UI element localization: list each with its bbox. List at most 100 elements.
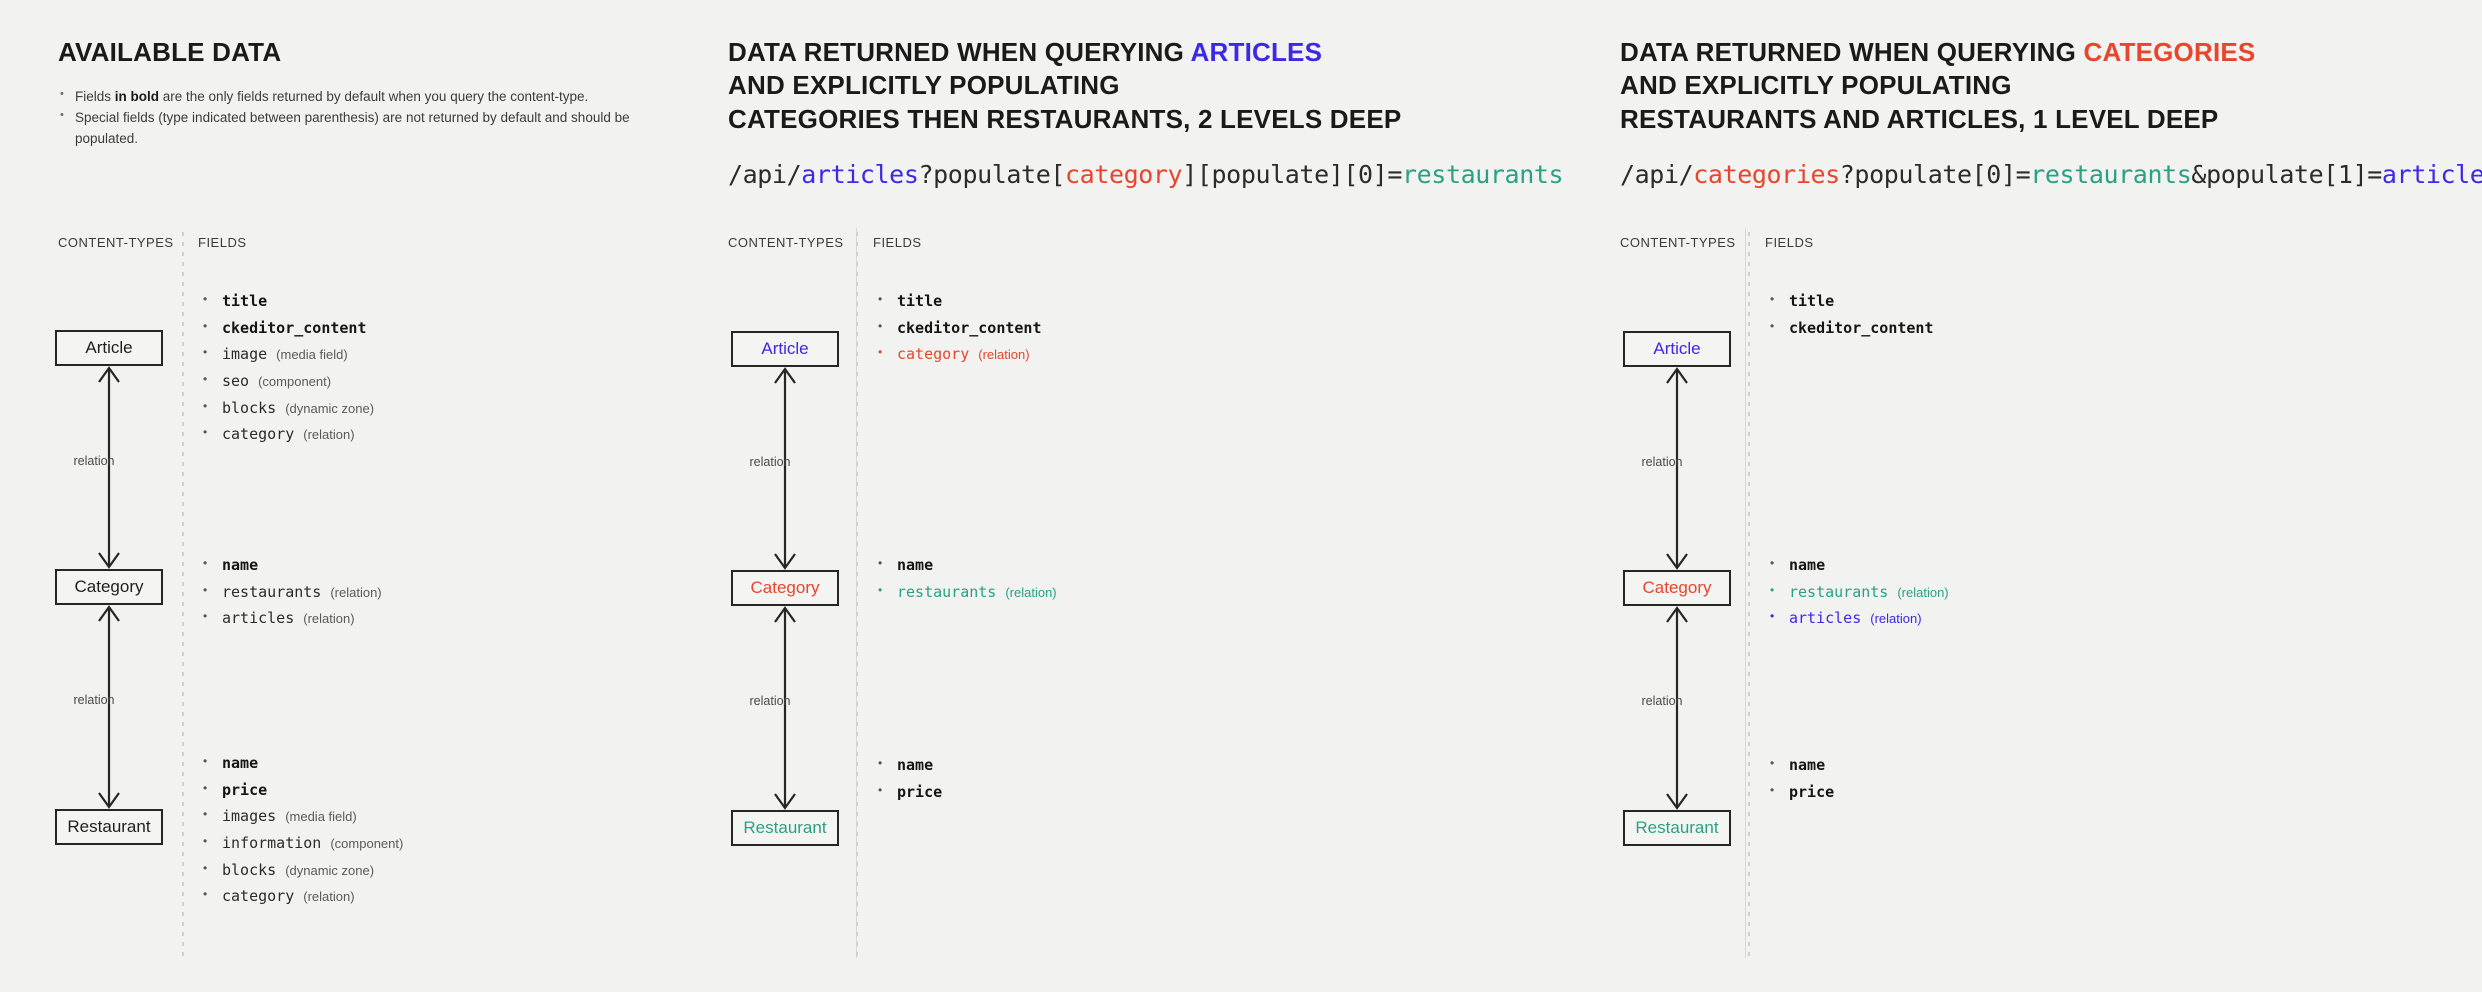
field-item: price xyxy=(875,781,942,805)
field-list: name restaurants(relation) xyxy=(875,554,1057,604)
column-label-fields: FIELDS xyxy=(873,235,922,250)
node-article[interactable]: Article xyxy=(1623,331,1731,367)
column-label-content-types: CONTENT-TYPES xyxy=(728,235,844,250)
panel-available-data: AVAILABLE DATA Fields in bold are the on… xyxy=(0,0,860,992)
node-article-label: Article xyxy=(761,339,809,358)
panel-2-title-accent: ARTICLES xyxy=(1190,37,1323,67)
fields-article: title ckeditor_content image(media field… xyxy=(200,290,374,450)
panel-1-header: AVAILABLE DATA Fields in bold are the on… xyxy=(58,36,658,150)
field-list: title ckeditor_content xyxy=(1767,290,1934,340)
node-category[interactable]: Category xyxy=(731,570,839,606)
panel-3-title: DATA RETURNED WHEN QUERYING CATEGORIES A… xyxy=(1620,36,2480,136)
field-item: restaurants(relation) xyxy=(875,581,1057,605)
field-item: price xyxy=(200,779,403,803)
node-article-label: Article xyxy=(85,338,133,357)
panel-query-categories: DATA RETURNED WHEN QUERYING CATEGORIES A… xyxy=(1620,0,2482,992)
field-item: name xyxy=(1767,554,1949,578)
fields-article: title ckeditor_content category(relation… xyxy=(875,290,1042,370)
connector-article-category: relation xyxy=(750,367,800,570)
panel-2-title-line2: AND EXPLICITLY POPULATING xyxy=(728,70,1120,101)
connector-category-restaurant: relation xyxy=(1642,606,1692,810)
node-category[interactable]: Category xyxy=(1623,570,1731,606)
panel-3-title-line1: DATA RETURNED WHEN QUERYING xyxy=(1620,37,2084,67)
api-url-articles: /api/articles?populate[category][populat… xyxy=(728,159,1564,189)
page-title-text: AVAILABLE DATA xyxy=(58,37,282,67)
node-category[interactable]: Category xyxy=(55,569,163,605)
node-restaurant-label: Restaurant xyxy=(1635,818,1719,837)
fields-article: title ckeditor_content xyxy=(1767,290,1934,343)
legend-note-bold: Fields in bold are the only fields retur… xyxy=(58,86,658,108)
field-list: name price images(media field) informati… xyxy=(200,752,403,909)
field-item: name xyxy=(875,554,1057,578)
fields-restaurant: name price xyxy=(1767,754,1834,807)
fields-restaurant: name price xyxy=(875,754,942,807)
fields-category: name restaurants(relation) articles(rela… xyxy=(1767,554,1949,634)
field-list: name restaurants(relation) articles(rela… xyxy=(200,554,382,631)
field-item: title xyxy=(1767,290,1934,314)
relation-label: relation xyxy=(1641,455,1683,469)
field-item: name xyxy=(200,752,403,776)
column-label-fields: FIELDS xyxy=(198,235,247,250)
panel-2-title-line3: CATEGORIES THEN RESTAURANTS, 2 LEVELS DE… xyxy=(728,103,1402,134)
relation-label: relation xyxy=(1641,694,1683,708)
field-item: ckeditor_content xyxy=(1767,317,1934,341)
fields-category: name restaurants(relation) articles(rela… xyxy=(200,554,382,634)
node-article-label: Article xyxy=(1653,339,1701,358)
field-item: name xyxy=(200,554,382,578)
dotted-divider xyxy=(1748,232,1750,960)
panel-3-title-accent: CATEGORIES xyxy=(2083,37,2256,67)
legend-notes: Fields in bold are the only fields retur… xyxy=(58,86,658,150)
node-restaurant[interactable]: Restaurant xyxy=(55,809,163,845)
column-label-content-types: CONTENT-TYPES xyxy=(1620,235,1736,250)
field-item: ckeditor_content xyxy=(875,317,1042,341)
fields-restaurant: name price images(media field) informati… xyxy=(200,752,403,912)
field-item: category(relation) xyxy=(200,885,403,909)
node-category-label: Category xyxy=(750,578,820,597)
panel-3-title-line2: AND EXPLICITLY POPULATING xyxy=(1620,70,2012,101)
field-list: name price xyxy=(875,754,942,804)
field-item: seo(component) xyxy=(200,370,374,394)
field-item: images(media field) xyxy=(200,805,403,829)
column-label-content-types: CONTENT-TYPES xyxy=(58,235,174,250)
field-item: articles(relation) xyxy=(1767,607,1949,631)
dotted-divider xyxy=(182,232,184,960)
field-item: blocks(dynamic zone) xyxy=(200,859,403,883)
field-item: blocks(dynamic zone) xyxy=(200,397,374,421)
field-item: name xyxy=(875,754,942,778)
legend-note-special: Special fields (type indicated between p… xyxy=(58,107,658,150)
panel-2-header: DATA RETURNED WHEN QUERYING ARTICLES AND… xyxy=(728,36,1564,189)
node-restaurant-label: Restaurant xyxy=(67,817,151,836)
fields-category: name restaurants(relation) xyxy=(875,554,1057,607)
panel-3-title-line3: RESTAURANTS AND ARTICLES, 1 LEVEL DEEP xyxy=(1620,103,2219,134)
node-article[interactable]: Article xyxy=(55,330,163,366)
column-label-fields: FIELDS xyxy=(1765,235,1814,250)
field-list: title ckeditor_content category(relation… xyxy=(875,290,1042,367)
page-title: AVAILABLE DATA xyxy=(58,36,658,69)
node-category-label: Category xyxy=(1642,578,1712,597)
connector-article-category: relation xyxy=(1642,367,1692,570)
dotted-divider xyxy=(856,232,858,960)
field-item: category(relation) xyxy=(200,423,374,447)
field-item: restaurants(relation) xyxy=(200,581,382,605)
field-item: image(media field) xyxy=(200,343,374,367)
field-list: title ckeditor_content image(media field… xyxy=(200,290,374,447)
node-article[interactable]: Article xyxy=(731,331,839,367)
field-item: restaurants(relation) xyxy=(1767,581,1949,605)
field-item: title xyxy=(875,290,1042,314)
panel-divider-2 xyxy=(1745,228,1746,958)
field-list: name price xyxy=(1767,754,1834,804)
panel-2-title-line1: DATA RETURNED WHEN QUERYING xyxy=(728,37,1191,67)
node-restaurant-label: Restaurant xyxy=(743,818,827,837)
field-item: title xyxy=(200,290,374,314)
node-restaurant[interactable]: Restaurant xyxy=(731,810,839,846)
field-item: information(component) xyxy=(200,832,403,856)
panel-3-header: DATA RETURNED WHEN QUERYING CATEGORIES A… xyxy=(1620,36,2482,189)
field-item: category(relation) xyxy=(875,343,1042,367)
panel-2-title: DATA RETURNED WHEN QUERYING ARTICLES AND… xyxy=(728,36,1558,136)
connector-category-restaurant: relation xyxy=(750,606,800,810)
panel-query-articles: DATA RETURNED WHEN QUERYING ARTICLES AND… xyxy=(728,0,1588,992)
node-category-label: Category xyxy=(74,577,144,596)
node-restaurant[interactable]: Restaurant xyxy=(1623,810,1731,846)
field-list: name restaurants(relation) articles(rela… xyxy=(1767,554,1949,631)
